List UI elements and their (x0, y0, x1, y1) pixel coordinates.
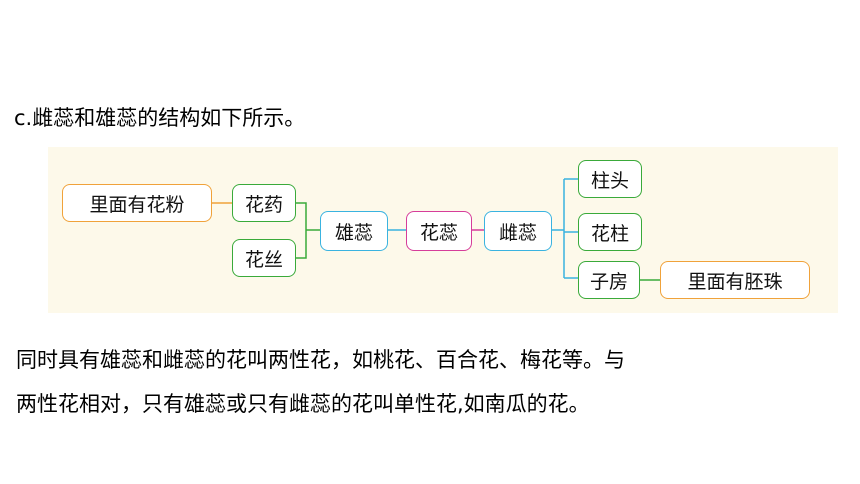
node-stamens-and-pistils: 花蕊 (406, 211, 472, 251)
node-anther: 花药 (232, 184, 296, 222)
node-stigma: 柱头 (578, 160, 642, 198)
explanation-paragraph: 同时具有雄蕊和雌蕊的花叫两性花，如桃花、百合花、梅花等。与 两性花相对，只有雄蕊… (16, 338, 846, 426)
node-ovary: 子房 (578, 261, 640, 299)
node-pollen-inside: 里面有花粉 (62, 184, 212, 222)
paragraph-line-1: 同时具有雄蕊和雌蕊的花叫两性花，如桃花、百合花、梅花等。与 (16, 348, 625, 372)
connector-anther-filament-stamen (296, 202, 320, 259)
paragraph-line-2: 两性花相对，只有雄蕊或只有雌蕊的花叫单性花,如南瓜的花。 (16, 392, 590, 416)
node-style: 花柱 (578, 213, 642, 251)
node-ovule-inside: 里面有胚珠 (660, 261, 810, 299)
node-pistil: 雌蕊 (484, 211, 552, 251)
node-stamen: 雄蕊 (320, 211, 388, 251)
node-filament: 花丝 (232, 239, 296, 277)
section-heading: c.雌蕊和雄蕊的结构如下所示。 (14, 106, 306, 130)
connector-pistil-branches (552, 178, 578, 279)
